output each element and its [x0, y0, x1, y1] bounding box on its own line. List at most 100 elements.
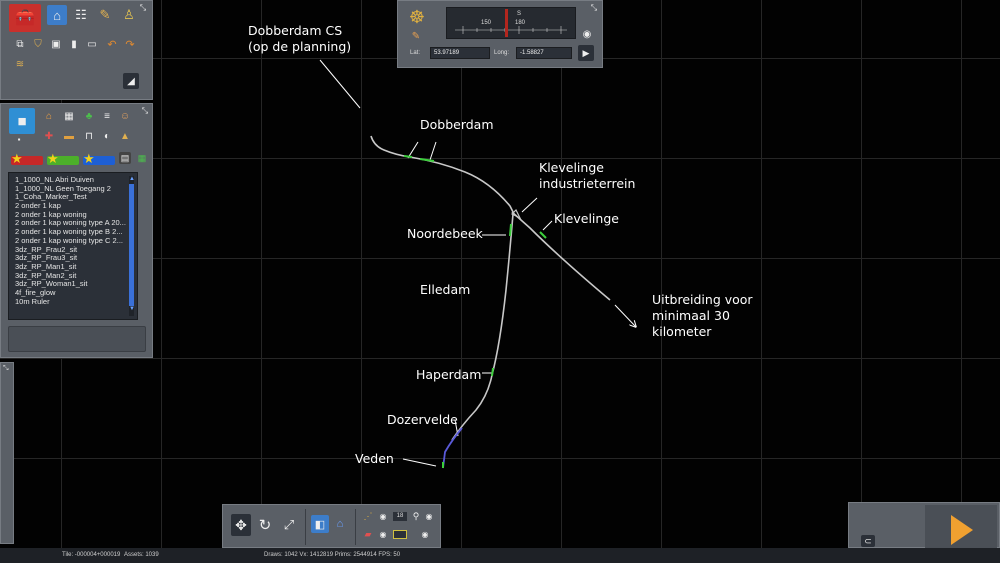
label-klevelinge: Klevelinge: [554, 211, 619, 226]
lat-label: Lat:: [410, 50, 421, 56]
car-icon[interactable]: ▰: [364, 528, 372, 539]
filter-green-button[interactable]: [47, 156, 79, 165]
map-icon[interactable]: ✎: [411, 30, 421, 42]
brush-icon[interactable]: ✎: [99, 7, 111, 22]
list-item[interactable]: 3dz_RP_Frau2_sit: [15, 245, 78, 254]
radio-icon[interactable]: ◉: [379, 511, 387, 521]
station-klevelinge: [539, 231, 547, 239]
scroll-thumb[interactable]: [129, 184, 134, 306]
scale-icon[interactable]: ⤢: [283, 517, 295, 532]
road-icon[interactable]: ≡: [104, 110, 110, 122]
radio-icon[interactable]: ◉: [421, 529, 429, 539]
object-list[interactable]: 1_1000_NL Abri Duiven 1_1000_NL Geen Toe…: [8, 172, 138, 320]
expand-icon[interactable]: ⤡: [590, 3, 598, 12]
list-item[interactable]: 2 onder 1 kap: [15, 202, 61, 211]
list-item[interactable]: 2 onder 1 kap woning type A 20...: [15, 219, 126, 228]
map-viewport[interactable]: [0, 0, 1000, 548]
expand-icon[interactable]: ⤡: [3, 365, 9, 372]
label-line: (op de planning): [248, 39, 352, 54]
long-field[interactable]: -1.58827: [516, 47, 572, 59]
toolbar-divider: [355, 509, 356, 545]
slope-icon[interactable]: ◢: [123, 73, 139, 89]
list-item[interactable]: 3dz_RP_Woman1_sit: [15, 280, 88, 289]
list-item[interactable]: 1_Coha_Marker_Test: [15, 193, 87, 202]
monitor-icon[interactable]: ▣: [51, 38, 61, 50]
list-item[interactable]: 3dz_RP_Man1_sit: [15, 262, 77, 271]
track-icon[interactable]: ☷: [75, 7, 87, 22]
redo-icon[interactable]: ↷: [125, 38, 135, 51]
label-dobberdam: Dobberdam: [420, 117, 494, 132]
building-icon[interactable]: ▦: [64, 110, 74, 122]
tool-panel-top: 🧰 ⌂ ☷ ✎ ♙ ⤡ ⧉ ⛉ ▣ ▮ ▭ ↶ ↷ ≋ ◢: [0, 0, 153, 100]
go-button[interactable]: ▶: [578, 45, 594, 61]
camera-icon[interactable]: ◉: [582, 28, 592, 40]
cube-icon[interactable]: ■: [9, 108, 35, 134]
expand-icon[interactable]: ⤡: [141, 106, 149, 115]
person-icon[interactable]: ☺: [119, 110, 131, 122]
expand-icon[interactable]: ⤡: [139, 3, 147, 12]
paint-icon[interactable]: ⛉: [34, 38, 42, 50]
move-icon[interactable]: ✥: [231, 514, 251, 536]
compass-panel: ☸ ✎ 150 S 180 ⤡ ◉ Lat: 53.97189 Long: -1…: [397, 0, 603, 68]
compass-wheel-icon[interactable]: ☸: [408, 6, 426, 27]
label-elledam: Elledam: [420, 282, 471, 297]
counter-field[interactable]: 18: [393, 512, 407, 521]
leader-veden: [402, 458, 437, 467]
object-list-items: 1_1000_NL Abri Duiven 1_1000_NL Geen Toe…: [9, 173, 137, 306]
rotate-icon[interactable]: ↻: [258, 517, 272, 534]
toolbar-divider: [305, 509, 306, 545]
list-item[interactable]: 1_1000_NL Geen Toegang 2: [15, 184, 111, 193]
house-search-icon[interactable]: ⌂: [336, 518, 344, 530]
list-item[interactable]: 1_1000_NL Abri Duiven: [15, 176, 94, 184]
list-item[interactable]: 2 onder 1 kap woning: [15, 210, 87, 219]
toolbox-icon[interactable]: 🧰: [9, 4, 41, 32]
assets-readout: Assets: 1039: [124, 552, 159, 558]
grid-view-icon[interactable]: ▦: [137, 152, 147, 163]
list-item[interactable]: 3dz_RP_Man2_sit: [15, 271, 77, 280]
list-item[interactable]: 10m Ruler: [15, 297, 50, 306]
track-branch-east: [511, 211, 611, 301]
bench-icon[interactable]: ▬: [64, 130, 74, 142]
play-button[interactable]: [925, 505, 997, 549]
list-scrollbar[interactable]: ▲ ▼: [129, 176, 135, 316]
lat-field[interactable]: 53.97189: [430, 47, 490, 59]
list-view-icon[interactable]: ▤: [119, 152, 131, 164]
small-cube-icon[interactable]: ▪: [17, 134, 21, 144]
layers-icon[interactable]: ≋: [15, 58, 25, 70]
unlock-icon[interactable]: ⊂: [861, 535, 875, 547]
list-item[interactable]: 2 onder 1 kap woning type C 2...: [15, 236, 123, 245]
house-icon[interactable]: ⌂: [45, 110, 53, 122]
signal-icon[interactable]: ✚: [44, 130, 54, 142]
bridge-icon[interactable]: ⊓: [85, 130, 93, 142]
light-icon[interactable]: ◐: [103, 130, 111, 142]
leader-dobberdam-cs: [319, 59, 361, 109]
leader-dobberdam-2: [429, 141, 437, 161]
track-main: [370, 135, 515, 215]
undo-icon[interactable]: ↶: [107, 38, 117, 51]
filter-red-button[interactable]: [11, 156, 43, 165]
sign-icon[interactable]: [393, 530, 407, 539]
list-item[interactable]: 2 onder 1 kap woning type B 2...: [15, 228, 123, 237]
terrain-icon[interactable]: ▲: [120, 130, 130, 142]
copy-icon[interactable]: ⧉: [16, 38, 24, 50]
figure-icon[interactable]: ♙: [123, 7, 135, 22]
label-uitbreiding: Uitbreiding voor minimaal 30 kilometer: [652, 292, 753, 340]
filter-blue-button[interactable]: [83, 156, 115, 165]
station-dobberdam-2: [419, 158, 435, 162]
radio-icon[interactable]: ◉: [425, 511, 433, 521]
radio-icon[interactable]: ◉: [379, 529, 387, 539]
list-item[interactable]: 3dz_RP_Frau3_sit: [15, 254, 78, 263]
list-item[interactable]: 4f_fire_glow: [15, 288, 56, 297]
star-icon: ★: [83, 151, 95, 166]
track-layer: [319, 59, 1000, 469]
scroll-down-icon[interactable]: ▼: [129, 306, 135, 312]
track-tool-icon[interactable]: ⋰: [363, 510, 373, 521]
side-collapsed-panel[interactable]: ⤡: [0, 362, 14, 544]
bicycle-icon[interactable]: ⚲: [412, 510, 420, 521]
home-icon[interactable]: ⌂: [47, 5, 67, 25]
tree-icon[interactable]: ♣: [85, 110, 93, 122]
delete-icon[interactable]: ▮: [71, 38, 77, 50]
photo-icon[interactable]: ◧: [311, 515, 329, 533]
eraser-icon[interactable]: ▭: [87, 38, 97, 50]
scroll-up-icon[interactable]: ▲: [129, 176, 135, 182]
